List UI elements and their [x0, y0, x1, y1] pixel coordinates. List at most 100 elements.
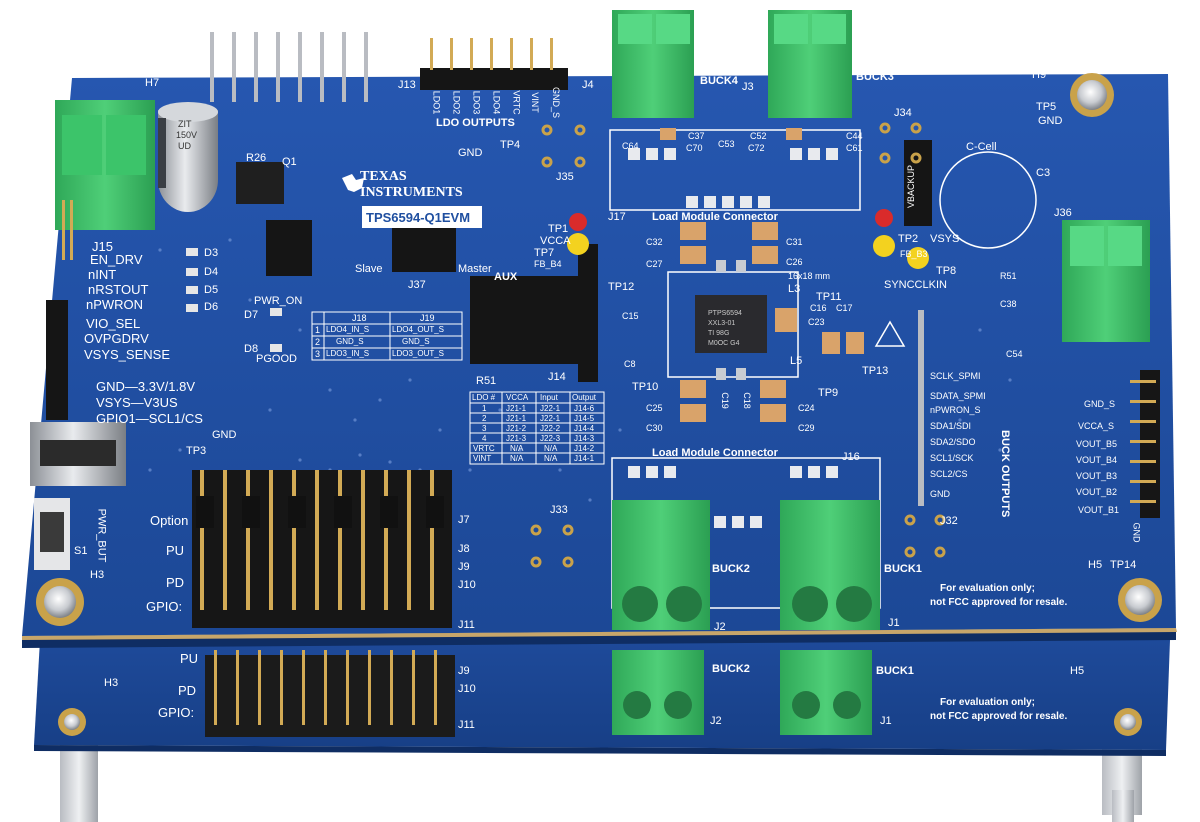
ldo-header-labels: LDO1 LDO2 LDO3 LDO4 VRTC VINT GND_S — [420, 87, 570, 118]
jt-r1-num: 1 — [315, 325, 321, 335]
bo-vout-b5: VOUT_B5 — [1076, 439, 1118, 449]
spmi-scl2: SCL2/CS — [930, 469, 968, 479]
cap-c64: C64 — [622, 141, 639, 151]
jt-r3-j19: LDO3_OUT_S — [392, 349, 445, 358]
ldo-label-4: LDO4 — [491, 90, 502, 115]
bb-j2: J2 — [710, 715, 722, 727]
lm-r6-c0: VINT — [473, 454, 492, 463]
cap-c29: C29 — [798, 423, 815, 433]
refdes-j17: J17 — [608, 211, 626, 223]
gpio-text-3: GPIO1—SCL1/CS — [96, 411, 203, 426]
cap-c17: C17 — [836, 303, 853, 313]
jt-header-j18: J18 — [352, 313, 367, 323]
refdes-j36: J36 — [1054, 207, 1072, 219]
lm-r6-c1: N/A — [510, 454, 524, 463]
bb-j11: J11 — [458, 719, 475, 731]
fb-b3-label: FB_B3 — [900, 249, 928, 259]
refdes-tp13: TP13 — [862, 365, 889, 377]
led-d6: D6 — [204, 301, 219, 313]
lm-r3-c3: J14-4 — [574, 424, 595, 433]
lm-h2: Input — [540, 393, 558, 402]
led-d7: D7 — [244, 309, 259, 321]
fb-b4-label: FB_B4 — [534, 259, 562, 269]
ldo-label-vint: VINT — [529, 92, 540, 113]
cap-c38: C38 — [1000, 299, 1017, 309]
signal-vio-sel: VIO_SEL — [86, 316, 141, 331]
refdes-l5: L5 — [790, 355, 803, 367]
cap-c18: C18 — [741, 392, 752, 409]
lm-r5-c1: N/A — [510, 444, 524, 453]
cap-c19: C19 — [719, 392, 730, 409]
refdes-j2: J2 — [714, 621, 726, 633]
ldo-map-table: LDO # VCCA Input Output 1 J21-1 J22-1 J1… — [470, 392, 604, 464]
ic-mark-1: PTPS6594 — [708, 310, 742, 317]
ldo-label-gnd: GND_S — [551, 86, 562, 119]
refdes-tp4: TP4 — [500, 139, 521, 151]
cap-c32: C32 — [646, 237, 663, 247]
refdes-tp12: TP12 — [608, 281, 635, 293]
refdes-q1: Q1 — [282, 156, 297, 168]
bb-disclaimer-1: For evaluation only; — [940, 697, 1036, 708]
size-note: 16x18 mm — [788, 271, 831, 281]
row-gpio: GPIO: — [146, 599, 183, 614]
lm-r1-c3: J14-6 — [574, 404, 595, 413]
ldo-label-2: LDO2 — [451, 90, 462, 115]
ic-mark-3: TI 98G — [708, 330, 730, 337]
cap-marking-3: UD — [178, 141, 191, 151]
refdes-tp2: TP2 — [898, 233, 919, 245]
cap-c72: C72 — [748, 143, 765, 153]
refdes-h5: H5 — [1088, 559, 1103, 571]
signal-en-drv: EN_DRV — [90, 252, 143, 267]
bb-j10: J10 — [458, 683, 476, 695]
vcca-label: VCCA — [540, 235, 571, 247]
buck3-label: BUCK3 — [856, 71, 894, 83]
refdes-r26: R26 — [246, 152, 267, 164]
row-option: Option — [150, 513, 189, 528]
pgood-label: PGOOD — [256, 353, 297, 365]
led-d3: D3 — [204, 247, 219, 259]
bo-gnd-s: GND_S — [1084, 399, 1116, 409]
refdes-h3: H3 — [90, 569, 105, 581]
spmi-sclk: SCLK_SPMI — [930, 371, 981, 381]
refdes-j37: J37 — [408, 279, 426, 291]
jt-r2-j19: GND_S — [402, 337, 430, 346]
spmi-sdata: SDATA_SPMI — [930, 391, 986, 401]
cap-c25: C25 — [646, 403, 663, 413]
refdes-tp3: TP3 — [186, 445, 207, 457]
bb-buck2: BUCK2 — [712, 663, 750, 675]
buck-outputs-title: BUCK OUTPUTS — [999, 430, 1011, 518]
refdes-tp11: TP11 — [816, 291, 842, 303]
jt-r1-j18: LDO4_IN_S — [326, 325, 370, 334]
ldo-jumper-table: J18 J19 1 LDO4_IN_S LDO4_OUT_S 2 GND_S G… — [312, 312, 462, 360]
bb-j9: J9 — [458, 665, 470, 677]
pwr-button-label: PWR_BUT — [95, 508, 108, 563]
lm-r4-c1: J21-3 — [506, 434, 527, 443]
signal-ovpgdrv: OVPGDRV — [84, 331, 149, 346]
refdes-tp10: TP10 — [632, 381, 659, 393]
c-cell-label: C-Cell — [966, 141, 997, 153]
cap-c54: C54 — [1006, 349, 1023, 359]
lm-r3-c0: 3 — [482, 424, 487, 433]
spmi-gnd: GND — [930, 489, 950, 499]
refdes-tp14: TP14 — [1110, 559, 1137, 571]
lm-r4-c2: J22-3 — [540, 434, 561, 443]
tp3-gnd: GND — [212, 429, 237, 441]
ldo-outputs-title: LDO OUTPUTS — [436, 117, 515, 129]
bb-j1: J1 — [880, 715, 892, 727]
refdes-j35: J35 — [556, 171, 574, 183]
lm-r1-c0: 1 — [482, 404, 487, 413]
bb-pd: PD — [178, 683, 197, 698]
ldo-label-vrtc: VRTC — [511, 90, 522, 115]
gpio-text-2: VSYS—V3US — [96, 395, 178, 410]
led-d8: D8 — [244, 343, 259, 355]
esd-warning-icon — [874, 320, 906, 347]
pwr-on-label: PWR_ON — [254, 295, 303, 307]
lm-r4-c0: 4 — [482, 434, 487, 443]
bb-pu: PU — [180, 651, 199, 666]
load-module-top: Load Module Connector — [652, 211, 778, 223]
jt-header-j19: J19 — [420, 313, 435, 323]
buck1-label: BUCK1 — [884, 563, 922, 575]
syncclkin-label: SYNCCLKIN — [884, 279, 947, 291]
cap-marking-2: 150V — [176, 130, 198, 140]
ldo-label-1: LDO1 — [431, 90, 442, 115]
